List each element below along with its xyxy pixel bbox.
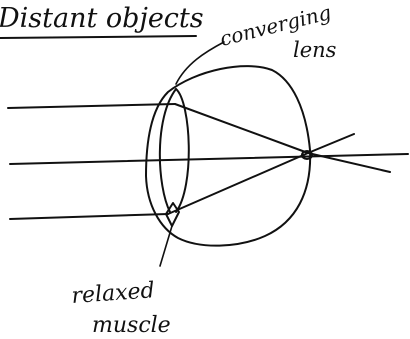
refracted-ray-bottom [168,134,354,214]
lens-left-edge [160,89,176,212]
muscle-label-leader [160,226,172,266]
incoming-ray-bottom [10,214,168,219]
refracted-ray-top [175,104,390,172]
lens-label-line2: lens [293,38,337,62]
eyeball-outline [146,66,310,246]
title-underline [0,36,196,38]
muscle-label-line1: relaxed [71,278,156,309]
incoming-ray-top [8,104,175,108]
lens-label-leader [176,42,224,84]
muscle-label-line2: muscle [92,313,171,338]
title-text: Distant objects [0,3,204,34]
